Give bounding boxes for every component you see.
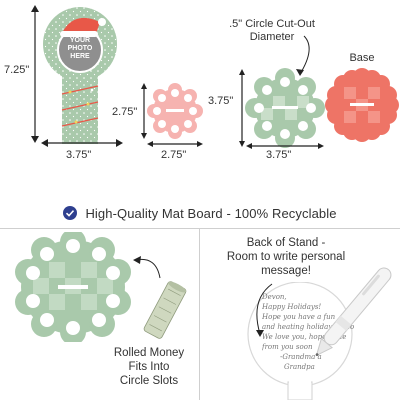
photo-placeholder-text: YOUR PHOTO HERE xyxy=(60,37,100,61)
money-caption-line1: Rolled Money xyxy=(113,347,185,359)
rolled-money-icon xyxy=(143,281,187,339)
small-width-arrow xyxy=(147,141,203,147)
money-caption: Rolled Money Fits Into Circle Slots xyxy=(104,346,194,388)
check-circle-icon xyxy=(63,206,78,220)
large-width-label: 3.75" xyxy=(266,149,292,161)
back-title-line3: message! xyxy=(261,265,311,277)
money-caption-line3: Circle Slots xyxy=(119,375,179,387)
note-line: from you soon xyxy=(262,343,313,351)
cutout-pointer-arrow xyxy=(296,35,310,76)
back-title-line2: Room to write personal xyxy=(226,251,346,263)
photo-label-line3: HERE xyxy=(70,53,90,60)
pen-icon xyxy=(315,267,392,357)
money-pointer-arrow xyxy=(133,256,161,279)
small-height-arrow xyxy=(141,83,147,139)
back-title-line1: Back of Stand - xyxy=(246,237,326,249)
photo-stand-illustration xyxy=(43,7,117,144)
stand-height-label: 7.25" xyxy=(4,64,30,76)
coral-base xyxy=(325,68,399,142)
cutout-label-line2: Diameter xyxy=(249,31,295,43)
large-sage-base xyxy=(245,68,325,148)
feature-banner: High-Quality Mat Board - 100% Recyclable xyxy=(0,198,400,228)
stand-height-arrow xyxy=(31,5,39,143)
stand-width-arrow xyxy=(41,139,123,147)
note-line: Grandpa xyxy=(284,363,315,371)
small-height-label: 2.75" xyxy=(112,106,138,118)
note-line: Hope you have a fun xyxy=(262,313,336,321)
cutout-label: .5" Circle Cut-Out Diameter xyxy=(222,18,322,44)
large-width-arrow xyxy=(246,143,324,149)
large-height-label: 3.75" xyxy=(208,95,234,107)
handwritten-note: Devon, Happy Holidays! Hope you have a f… xyxy=(262,292,360,372)
note-pointer-arrow xyxy=(256,283,273,337)
banner-text: High-Quality Mat Board - 100% Recyclable xyxy=(85,205,337,221)
horizontal-divider xyxy=(0,228,400,229)
note-line: Devon, xyxy=(262,293,287,301)
note-line: and heating holiday seaso xyxy=(262,323,355,331)
money-caption-line2: Fits Into xyxy=(128,361,170,373)
photo-label-line2: PHOTO xyxy=(67,45,93,52)
small-width-label: 2.75" xyxy=(161,149,187,161)
note-line: Happy Holidays! xyxy=(262,303,322,311)
stand-back-outline xyxy=(247,282,353,400)
sage-base-closeup xyxy=(15,232,131,342)
photo-label-line1: YOUR xyxy=(69,37,91,44)
note-line: -Grandma a xyxy=(280,353,322,361)
small-pink-base xyxy=(147,83,203,139)
cutout-label-line1: .5" Circle Cut-Out xyxy=(229,18,315,30)
large-height-arrow xyxy=(239,69,245,147)
back-of-stand-title: Back of Stand - Room to write personal m… xyxy=(222,236,350,278)
note-line: We love you, hope to he xyxy=(262,333,347,341)
base-label: Base xyxy=(349,52,375,64)
stand-width-label: 3.75" xyxy=(66,149,92,161)
vertical-divider xyxy=(199,229,200,400)
